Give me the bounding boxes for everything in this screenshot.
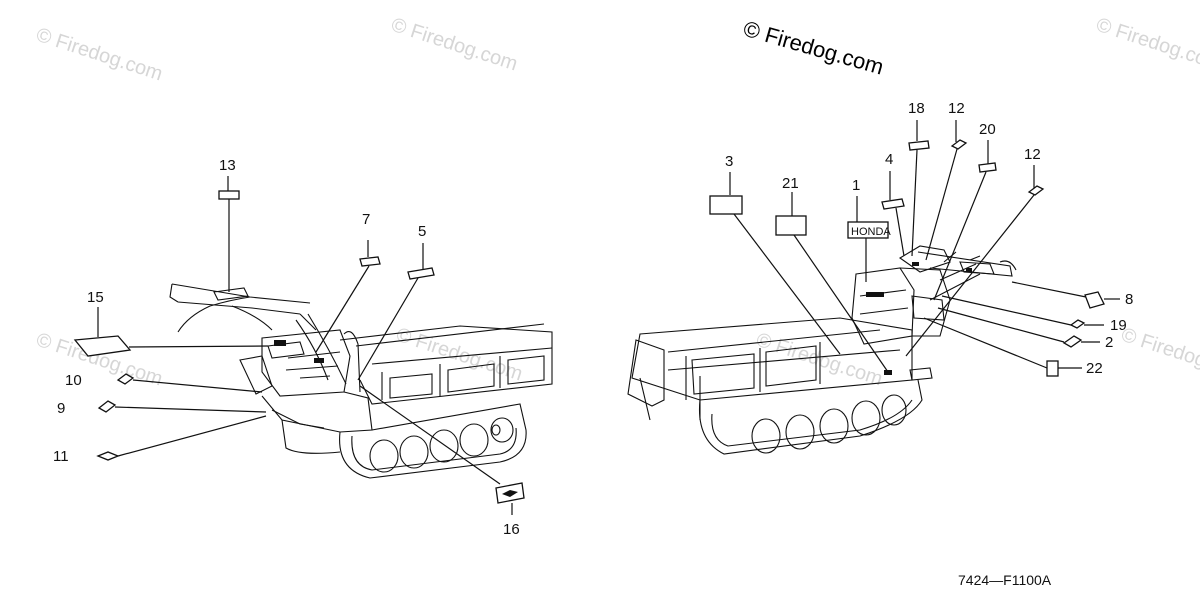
right-machine-drawing [627,245,1017,455]
decal-13 [218,190,240,200]
handle-decal-a [912,262,919,266]
callout-21: 21 [782,175,799,192]
decal-22 [1046,360,1059,377]
left-machine-drawing [169,283,553,479]
callout-2: 2 [1105,334,1113,351]
decal-4 [881,198,905,210]
callout-15: 15 [87,289,104,306]
callout-4: 4 [885,151,893,168]
right-callouts: 18 12 20 4 3 21 1 12 8 19 2 22 [725,100,1133,377]
right-leader-lines [729,120,1120,373]
decal-12a [950,139,968,150]
callout-20: 20 [979,121,996,138]
decal-5 [407,267,435,280]
callout-13: 13 [219,157,236,174]
watermark-faint-7: © Firedog.com [1118,324,1200,386]
engine-decal-b [314,358,324,363]
callout-11: 11 [53,448,69,465]
decal-18 [908,140,930,151]
decal-15 [73,335,132,357]
callout-10: 10 [65,372,82,389]
decal-19 [1069,319,1086,329]
honda-label-text: HONDA [851,226,891,238]
watermark-main: © Firedog.com [741,16,887,80]
right-decals: HONDA [709,139,1105,377]
decal-3 [709,195,743,215]
callout-1: 1 [852,177,860,194]
watermark-faint-3: © Firedog.com [1093,14,1200,76]
engine-decal-a [274,340,286,346]
decal-11 [96,451,120,461]
decal-12b [1027,185,1045,196]
decal-2 [1062,335,1083,348]
callout-7: 7 [362,211,370,228]
left-callouts: 13 7 5 15 10 9 11 16 [53,157,520,538]
decal-10 [116,373,135,385]
callout-16: 16 [503,521,520,538]
callout-18: 18 [908,100,925,117]
engine-panel-decal [866,292,884,297]
watermark-faint-6: © Firedog.com [753,329,885,391]
callout-12-right: 12 [1024,146,1041,163]
left-leader-lines [97,176,513,515]
decal-9 [97,400,117,413]
callout-8: 8 [1125,291,1133,308]
watermark-faint: © Firedog.com © Firedog.com © Firedog.co… [33,14,1200,391]
decal-8 [1084,291,1105,309]
decal-20 [978,162,997,173]
callout-22: 22 [1086,360,1103,377]
bed-decal [884,370,892,375]
callout-3: 3 [725,153,733,170]
decal-1 [847,221,889,239]
callout-19: 19 [1110,317,1127,334]
decal-21 [775,215,807,236]
callout-9: 9 [57,400,65,417]
diagram-code: 7424—F1100A [958,572,1052,588]
handle-decal-b [966,268,972,272]
callout-5: 5 [418,223,426,240]
callout-12-top: 12 [948,100,965,117]
decal-7 [359,256,381,267]
left-decals [73,190,525,504]
watermark-faint-1: © Firedog.com [33,24,165,86]
decal-16-arrow [502,490,518,497]
watermark-faint-2: © Firedog.com [388,14,520,76]
